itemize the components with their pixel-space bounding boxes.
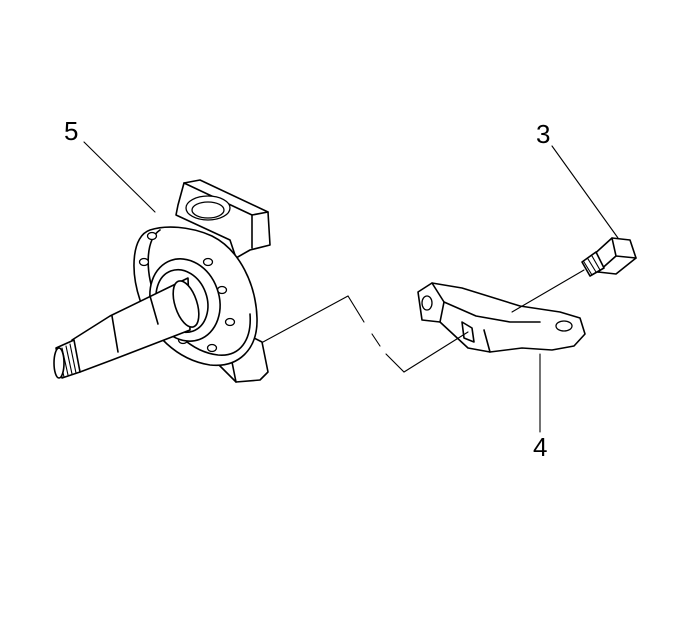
bolt <box>581 237 637 277</box>
steering-arm <box>417 282 586 353</box>
leader-lines <box>83 141 619 433</box>
callout-5-knuckle: 5 <box>64 116 78 146</box>
assembly-guide-lines <box>262 269 585 373</box>
callout-4-arm: 4 <box>533 432 547 462</box>
steering-knuckle <box>53 179 271 383</box>
callout-3-bolt: 3 <box>536 119 550 149</box>
